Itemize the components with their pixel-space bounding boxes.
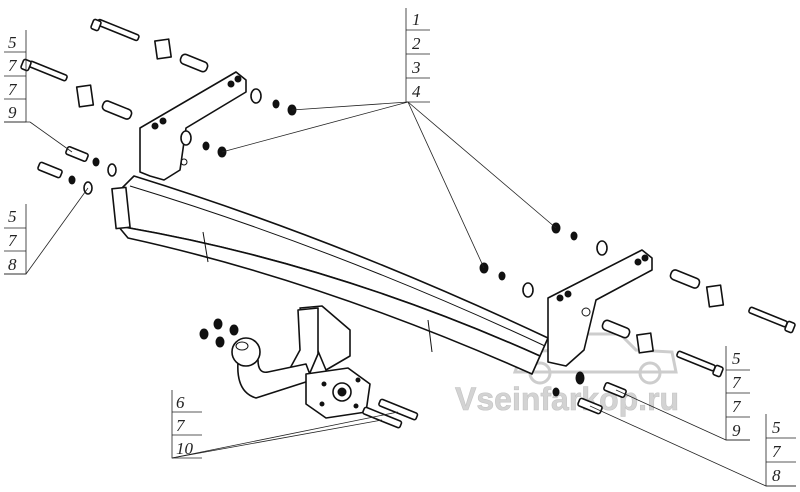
nut <box>575 371 585 385</box>
cross-beam <box>111 175 549 375</box>
bolt <box>676 350 724 378</box>
part-number-5: 5 <box>8 33 17 52</box>
nut <box>272 99 280 109</box>
label-stack-bottom: 6 7 10 <box>171 390 202 459</box>
washer <box>250 88 262 104</box>
spacer-sleeve <box>179 53 209 73</box>
left-side-bracket <box>139 71 247 181</box>
label-stack-right-upper: 5 7 7 9 <box>725 346 750 441</box>
nut <box>213 318 223 330</box>
label-stack-right-lower: 5 7 8 <box>765 414 796 487</box>
bolt <box>748 306 796 334</box>
bolt <box>90 18 140 42</box>
nut <box>229 324 239 336</box>
part-number-7: 7 <box>772 442 782 461</box>
nut <box>498 271 506 281</box>
nut <box>552 387 560 397</box>
washer <box>596 240 608 256</box>
right-side-bracket <box>547 249 653 367</box>
bolt <box>37 161 63 179</box>
plate-washer <box>154 38 172 60</box>
washer <box>522 282 534 298</box>
part-number-6: 6 <box>176 393 185 412</box>
washer <box>107 163 117 177</box>
plate-washer <box>75 84 95 108</box>
bolt <box>378 398 419 421</box>
part-number-5: 5 <box>8 207 17 226</box>
fasteners <box>20 18 796 429</box>
part-number-7: 7 <box>8 56 18 75</box>
part-number-2: 2 <box>412 34 421 53</box>
part-number-9: 9 <box>732 421 741 440</box>
plate-washer <box>636 332 654 354</box>
bolt <box>20 58 68 82</box>
part-number-8: 8 <box>8 255 17 274</box>
part-number-7: 7 <box>732 373 742 392</box>
watermark-text: Vseinfarkop.ru <box>455 381 679 417</box>
washer <box>180 130 192 146</box>
part-number-1: 1 <box>412 10 421 29</box>
nut <box>92 157 100 167</box>
part-number-7: 7 <box>8 80 18 99</box>
part-number-5: 5 <box>772 418 781 437</box>
nut <box>215 336 225 348</box>
nut <box>68 175 76 185</box>
spacer-sleeve <box>101 100 133 120</box>
label-stack-left-upper: 5 7 7 9 <box>4 30 27 123</box>
part-number-3: 3 <box>411 58 421 77</box>
nut <box>202 141 210 151</box>
part-number-4: 4 <box>412 82 421 101</box>
leader-lines <box>4 101 796 487</box>
part-number-7: 7 <box>8 231 18 250</box>
spacer-sleeve <box>601 319 631 339</box>
plate-washer <box>705 284 725 308</box>
part-number-10: 10 <box>176 439 194 458</box>
bolt <box>362 406 403 429</box>
spacer-sleeve <box>669 269 701 289</box>
part-number-7: 7 <box>732 397 742 416</box>
part-number-9: 9 <box>8 103 17 122</box>
label-stack-left-lower: 5 7 8 <box>4 204 27 275</box>
label-stack-top: 1 2 3 4 <box>405 8 430 103</box>
bolt <box>65 145 89 163</box>
nut <box>570 231 578 241</box>
part-number-8: 8 <box>772 466 781 485</box>
nut <box>199 328 209 340</box>
tow-ball-assembly <box>231 305 371 419</box>
part-number-5: 5 <box>732 349 741 368</box>
watermark: Vseinfarkop.ru <box>455 332 679 417</box>
part-number-7: 7 <box>176 416 186 435</box>
